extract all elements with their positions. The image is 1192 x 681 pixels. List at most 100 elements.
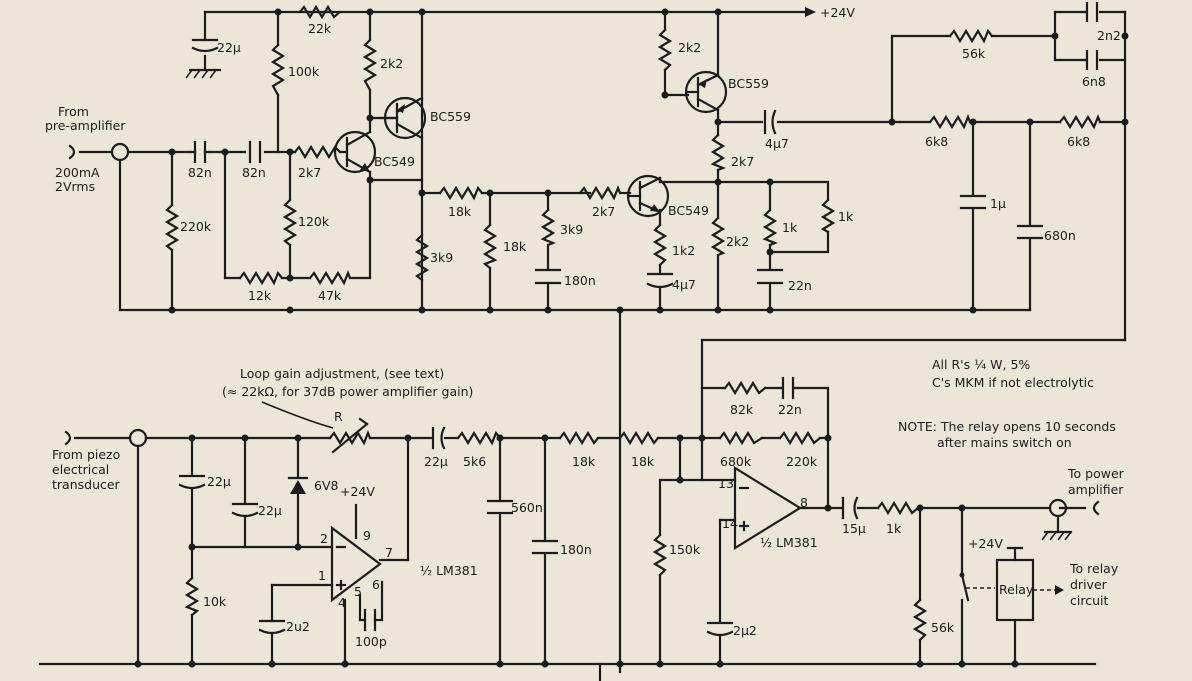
label-c-22n-b: 22n	[778, 402, 802, 417]
label-from-preamp-1: From	[58, 104, 89, 119]
label-r-100k: 100k	[288, 64, 320, 79]
label-r-var: R	[334, 409, 343, 424]
resistor-6k8-a	[928, 114, 972, 130]
capacitor-680n	[1016, 224, 1044, 240]
label-from-piezo-3: transducer	[52, 477, 121, 492]
capacitor-4u7-b	[763, 109, 777, 135]
label-c-1u: 1µ	[990, 196, 1006, 211]
label-relay: Relay	[999, 582, 1034, 597]
resistor-18k-a	[438, 185, 484, 201]
transistor-bc549-b	[626, 174, 670, 218]
label-r-10k: 10k	[203, 594, 227, 609]
label-r-47k: 47k	[318, 288, 342, 303]
label-c-4u7-a: 4µ7	[672, 277, 696, 292]
label-c-22u-c: 22µ	[258, 503, 282, 518]
label-ic-a: ½ LM381	[420, 563, 478, 578]
label-r-680k: 680k	[720, 454, 752, 469]
label-c-4u7-b: 4µ7	[765, 136, 789, 151]
capacitor-82n-b	[248, 140, 262, 164]
transistor-bc559-b	[684, 70, 728, 114]
resistor-2k2-c	[657, 28, 673, 72]
resistor-10k	[184, 576, 200, 617]
pin-5: 5	[354, 584, 362, 599]
resistor-18k-d	[618, 430, 660, 446]
resistor-100k	[270, 43, 286, 97]
pin-2: 2	[320, 531, 328, 546]
label-r-6k8-b: 6k8	[1067, 134, 1090, 149]
zener-6v8	[287, 476, 309, 494]
resistor-6k8-b	[1058, 114, 1102, 130]
label-r-2k7-c: 2k7	[731, 154, 754, 169]
label-r-22k-top: 22k	[308, 21, 332, 36]
resistor-2k2-a	[362, 38, 378, 92]
label-r-1k2: 1k2	[672, 243, 695, 258]
label-to-relay-1: To relay	[1069, 561, 1119, 576]
capacitor-22u-top	[185, 38, 222, 79]
resistor-220k-b	[778, 430, 822, 446]
resistor-120k	[282, 198, 298, 247]
label-r-56k-b: 56k	[931, 620, 955, 635]
spec-line-2: C's MKM if not electrolytic	[932, 375, 1094, 390]
resistor-1k-b	[820, 198, 836, 234]
loop-gain-label-1: Loop gain adjustment, (see text)	[240, 366, 444, 381]
label-z-6v8: 6V8	[314, 478, 339, 493]
resistor-5k6	[456, 430, 502, 446]
label-input-level-2: 2Vrms	[55, 179, 95, 194]
note-line-1: NOTE: The relay opens 10 seconds	[898, 419, 1116, 434]
pin-1: 1	[318, 568, 326, 583]
label-to-relay-2: driver	[1070, 577, 1108, 592]
capacitor-82n-a	[188, 140, 212, 164]
transistor-bc549-a	[333, 130, 377, 182]
resistor-1k-a	[762, 208, 778, 247]
resistor-2k7-a	[293, 144, 342, 160]
resistor-56k-b	[912, 598, 928, 642]
capacitor-15u	[841, 496, 859, 520]
label-r-3k9-a: 3k9	[430, 250, 453, 265]
label-r-82k: 82k	[730, 402, 754, 417]
label-r-2k2-a: 2k2	[380, 56, 403, 71]
label-to-power-1: To power	[1067, 466, 1125, 481]
capacitor-22u-d	[431, 426, 446, 450]
label-from-preamp-2: pre-amplifier	[45, 118, 126, 133]
capacitor-22n-b	[781, 376, 795, 400]
label-r-220k: 220k	[180, 219, 212, 234]
transistor-bc559-a	[378, 96, 427, 140]
label-from-piezo-2: electrical	[52, 462, 109, 477]
label-c-22n-a: 22n	[788, 278, 812, 293]
label-r-6k8-a: 6k8	[925, 134, 948, 149]
capacitor-2n2	[1085, 1, 1099, 23]
label-r-150k: 150k	[669, 542, 701, 557]
resistor-2k2-b	[710, 216, 726, 257]
pin-8: 8	[800, 495, 808, 510]
label-from-piezo-1: From piezo	[52, 447, 120, 462]
resistor-220k	[164, 203, 180, 252]
label-supply-top: +24V	[820, 5, 855, 20]
pin-7: 7	[385, 545, 393, 560]
capacitor-180n-b	[531, 539, 559, 555]
capacitor-4u7-a	[646, 272, 674, 289]
label-c-22u-top: 22µ	[217, 40, 241, 55]
label-r-1k-a: 1k	[782, 220, 798, 235]
label-c-560n: 560n	[511, 500, 543, 515]
label-r-2k2-b: 2k2	[726, 234, 749, 249]
label-c-22u-b: 22µ	[207, 474, 231, 489]
label-r-18k-b: 18k	[503, 239, 527, 254]
pin-14: 14	[722, 516, 738, 531]
relay-contact	[959, 572, 995, 602]
label-q-bc549-a: BC549	[374, 154, 415, 169]
label-r-18k-a: 18k	[448, 204, 472, 219]
label-to-power-2: amplifier	[1068, 482, 1124, 497]
capacitor-560n	[486, 499, 514, 515]
resistor-1k2	[652, 223, 668, 267]
label-q-bc549-b: BC549	[668, 203, 709, 218]
resistor-12k	[238, 270, 284, 286]
label-r-18k-d: 18k	[631, 454, 655, 469]
capacitor-22u-b	[178, 474, 206, 490]
resistor-22k-top	[298, 4, 342, 20]
resistor-680k	[718, 430, 764, 446]
pin-4: 4	[338, 595, 346, 610]
junction-dots-top	[168, 8, 1129, 314]
bottom-circuit-wires	[38, 386, 1097, 681]
